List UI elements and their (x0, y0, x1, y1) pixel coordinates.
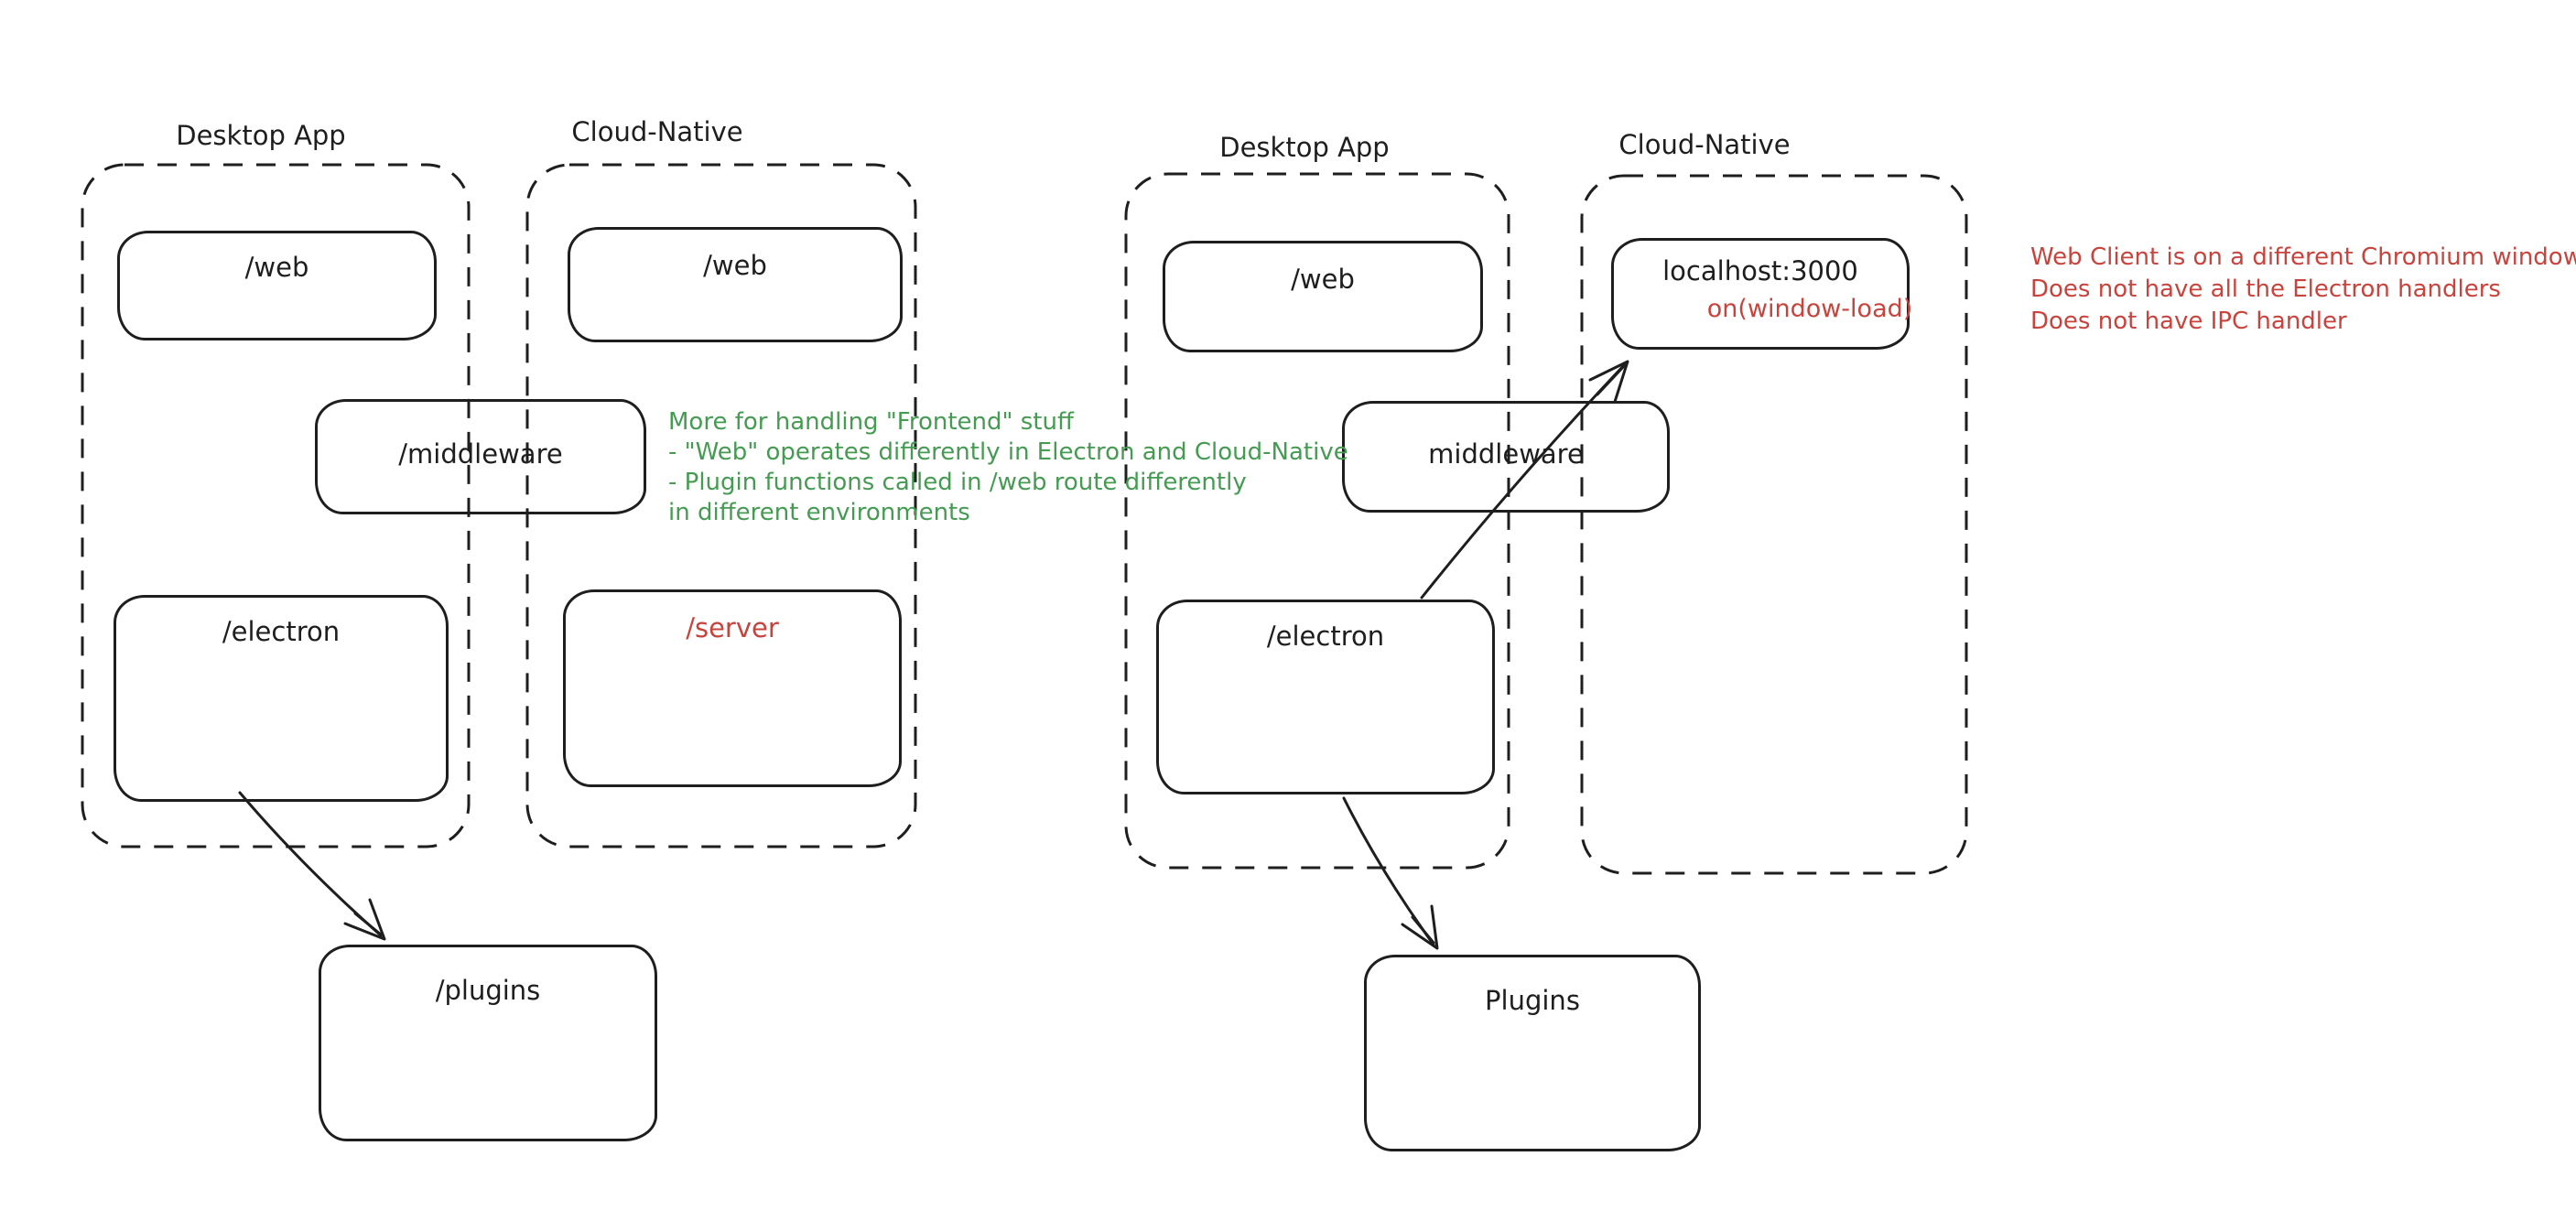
arrow-electron-to-plugins-right[interactable] (1342, 796, 1439, 950)
green-note-line-4: in different environments (668, 499, 970, 526)
right-plugins-box[interactable]: Plugins (1364, 955, 1701, 1151)
left-plugins-box[interactable]: /plugins (319, 945, 657, 1141)
left-cloud-native-container[interactable] (525, 163, 917, 848)
right-middleware-label: middleware (1428, 438, 1584, 470)
left-desktop-app-title[interactable]: Desktop App (176, 120, 346, 151)
right-plugins-label: Plugins (1485, 985, 1580, 1016)
red-note-line-3: Does not have IPC handler (2030, 308, 2347, 335)
green-note-line-1: More for handling "Frontend" stuff (668, 408, 1074, 436)
left-desktop-web-box[interactable]: /web (117, 231, 437, 340)
left-cloud-native-title[interactable]: Cloud-Native (571, 116, 743, 147)
right-electron-box[interactable]: /electron (1156, 600, 1495, 794)
left-cloud-web-label: /web (703, 250, 767, 281)
right-desktop-app-container[interactable] (1124, 172, 1510, 870)
left-desktop-app-container[interactable] (81, 163, 471, 848)
left-cloud-web-box[interactable]: /web (568, 227, 903, 342)
right-desktop-web-box[interactable]: /web (1163, 241, 1483, 352)
right-localhost-box[interactable]: localhost:3000 on(window-load) (1611, 238, 1912, 350)
red-note[interactable]: Web Client is on a different Chromium wi… (2030, 242, 2576, 338)
left-server-label: /server (686, 612, 779, 643)
left-middleware-box[interactable]: /middleware (315, 399, 646, 514)
right-localhost-label: localhost:3000 (1662, 255, 1858, 286)
right-cloud-native-container[interactable] (1580, 174, 1968, 875)
red-note-line-2: Does not have all the Electron handlers (2030, 276, 2501, 303)
left-server-box[interactable]: /server (563, 589, 902, 787)
right-desktop-web-label: /web (1291, 264, 1355, 295)
left-electron-box[interactable]: /electron (114, 595, 449, 802)
right-desktop-app-title[interactable]: Desktop App (1219, 132, 1390, 163)
green-note-line-2: - "Web" operates differently in Electron… (668, 438, 1348, 466)
arrow-electron-to-localhost[interactable] (1420, 360, 1629, 600)
left-plugins-label: /plugins (435, 975, 541, 1006)
right-electron-label: /electron (1266, 621, 1385, 652)
arrow-electron-to-plugins-left[interactable] (238, 791, 386, 941)
green-note-line-3: - Plugin functions called in /web route … (668, 469, 1247, 496)
right-middleware-box[interactable]: middleware (1342, 401, 1670, 513)
left-middleware-label: /middleware (398, 438, 563, 470)
right-cloud-native-title[interactable]: Cloud-Native (1618, 129, 1791, 160)
green-note[interactable]: More for handling "Frontend" stuff - "We… (668, 407, 1348, 528)
red-note-line-1: Web Client is on a different Chromium wi… (2030, 243, 2576, 271)
right-window-load-label: on(window-load) (1706, 295, 1913, 323)
left-desktop-web-label: /web (244, 252, 309, 283)
left-electron-label: /electron (222, 616, 341, 647)
